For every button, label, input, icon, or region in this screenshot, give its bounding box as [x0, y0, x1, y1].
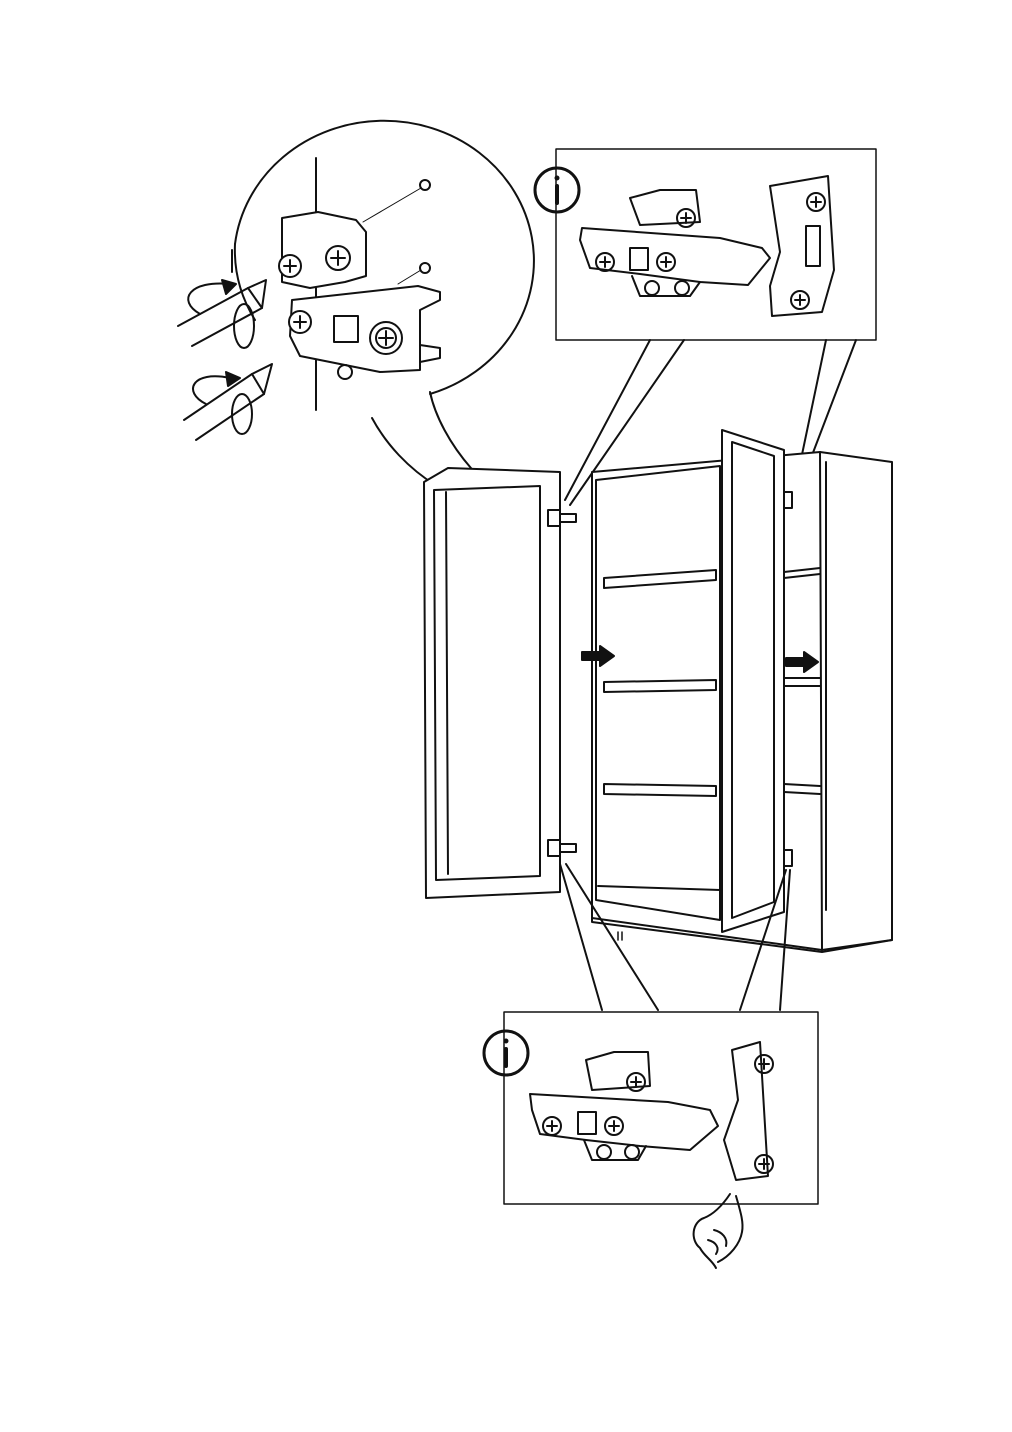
hinge-detail-circle [177, 119, 551, 521]
info-panel-bottom [482, 1011, 819, 1269]
info-panel-top [533, 148, 877, 506]
pointing-hand-icon [692, 1193, 744, 1269]
info-icon [533, 166, 581, 214]
cabinet [423, 429, 893, 1011]
info-icon [482, 1029, 530, 1077]
